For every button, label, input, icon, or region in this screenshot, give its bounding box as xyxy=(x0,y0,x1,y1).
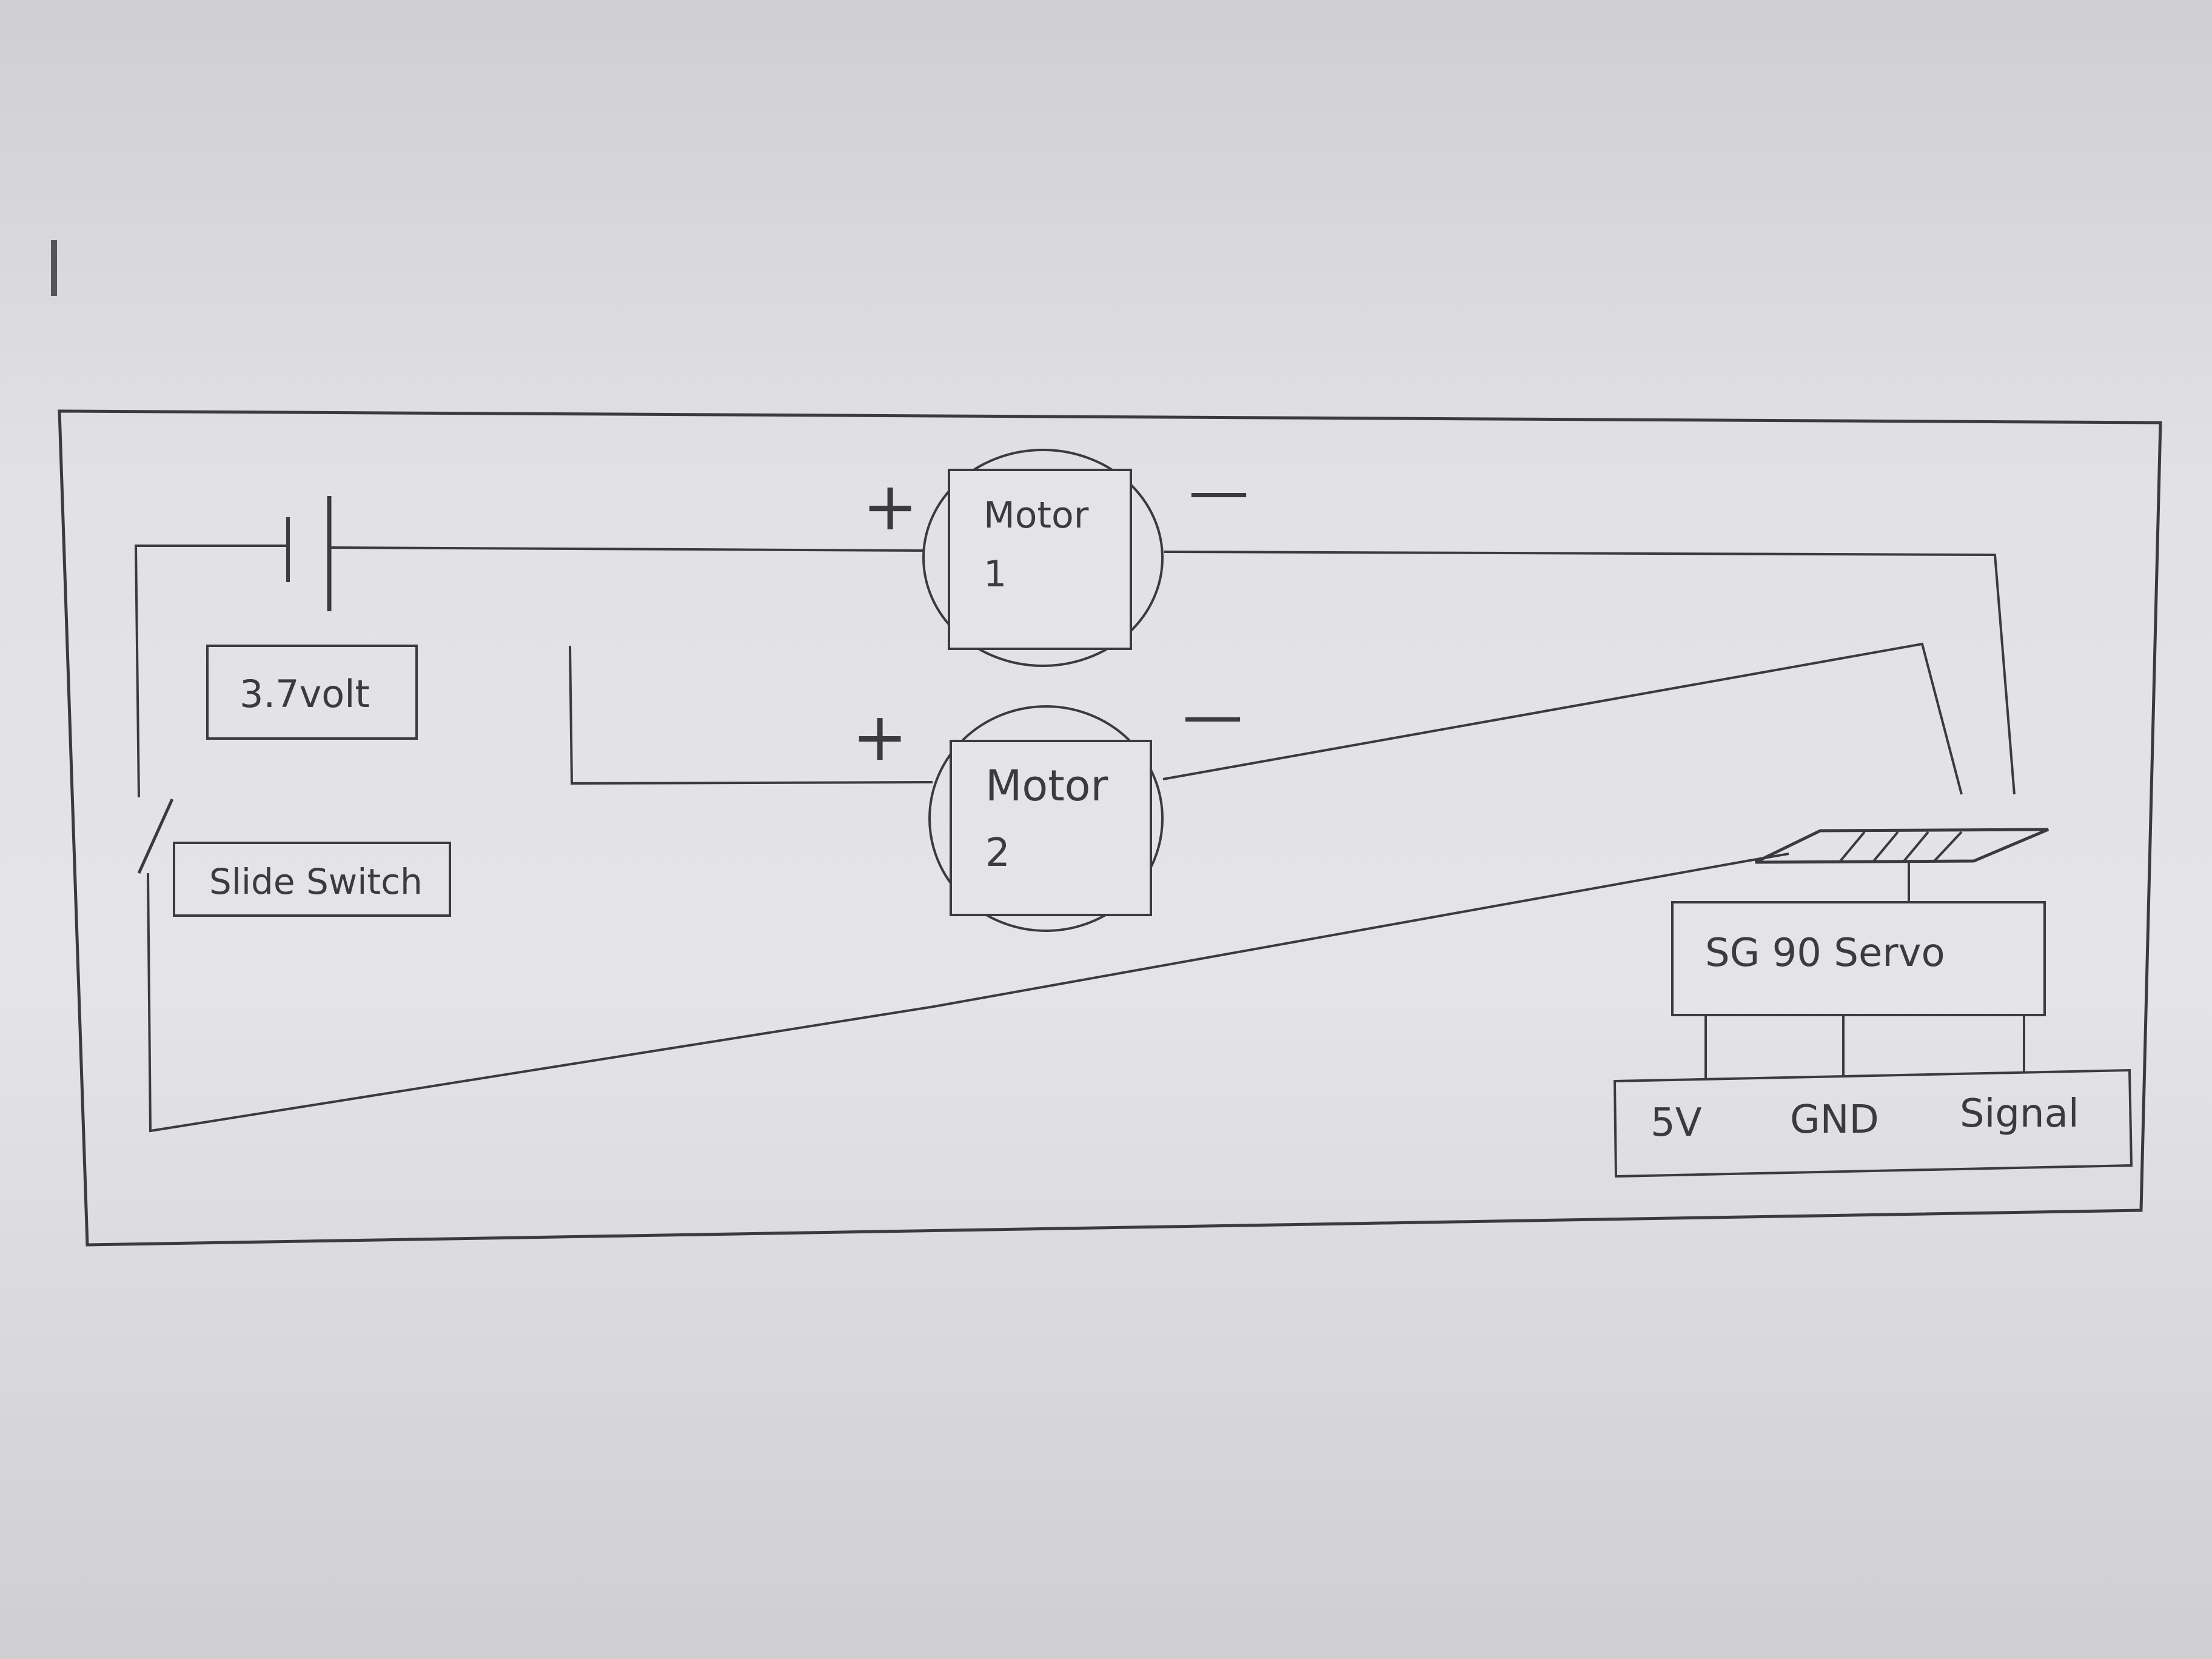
wire-motor2-servo xyxy=(1162,642,1963,795)
switch-lever xyxy=(137,798,174,874)
motor2-minus-sign: — xyxy=(1182,680,1243,751)
switch-label: Slide Switch xyxy=(209,861,423,902)
wire-battery-left xyxy=(134,545,288,798)
servo-box xyxy=(1671,901,2046,1016)
pin-label-5v: 5V xyxy=(1651,1101,1702,1145)
text-cursor xyxy=(51,240,57,296)
wire-motor1-servo xyxy=(1164,551,2016,795)
battery-label-box xyxy=(206,645,418,740)
battery-label: 3.7volt xyxy=(240,672,370,716)
wire-battery-motor1 xyxy=(329,546,925,552)
motor1-label-line1: Motor xyxy=(984,494,1089,537)
pin-label-signal: Signal xyxy=(1960,1091,2079,1136)
motor2-label-line1: Motor xyxy=(985,761,1108,811)
wire-motor2-plus xyxy=(569,645,933,785)
motor1-plus-sign: + xyxy=(862,468,919,545)
pin-label-gnd: GND xyxy=(1790,1098,1879,1142)
servo-label: SG 90 Servo xyxy=(1705,931,1945,976)
servo-horn-stripe-1 xyxy=(1839,831,1866,862)
diagram-frame xyxy=(58,409,2162,1247)
servo-horn-stripe-3 xyxy=(1903,831,1929,862)
servo-horn xyxy=(1754,828,2049,864)
motor2-plus-sign: + xyxy=(852,698,908,776)
servo-horn-stripe-2 xyxy=(1872,831,1899,862)
motor2-box xyxy=(950,740,1152,916)
switch-label-box xyxy=(173,842,451,917)
motor1-label-line2: 1 xyxy=(984,553,1007,595)
servo-pins-box xyxy=(1613,1068,2133,1178)
servo-horn-stripe-4 xyxy=(1933,831,1963,862)
motor1-circle xyxy=(922,449,1164,667)
motor1-box xyxy=(948,469,1132,650)
motor1-minus-sign: — xyxy=(1188,455,1249,526)
motor2-label-line2: 2 xyxy=(985,831,1010,876)
motor2-circle xyxy=(928,705,1164,932)
